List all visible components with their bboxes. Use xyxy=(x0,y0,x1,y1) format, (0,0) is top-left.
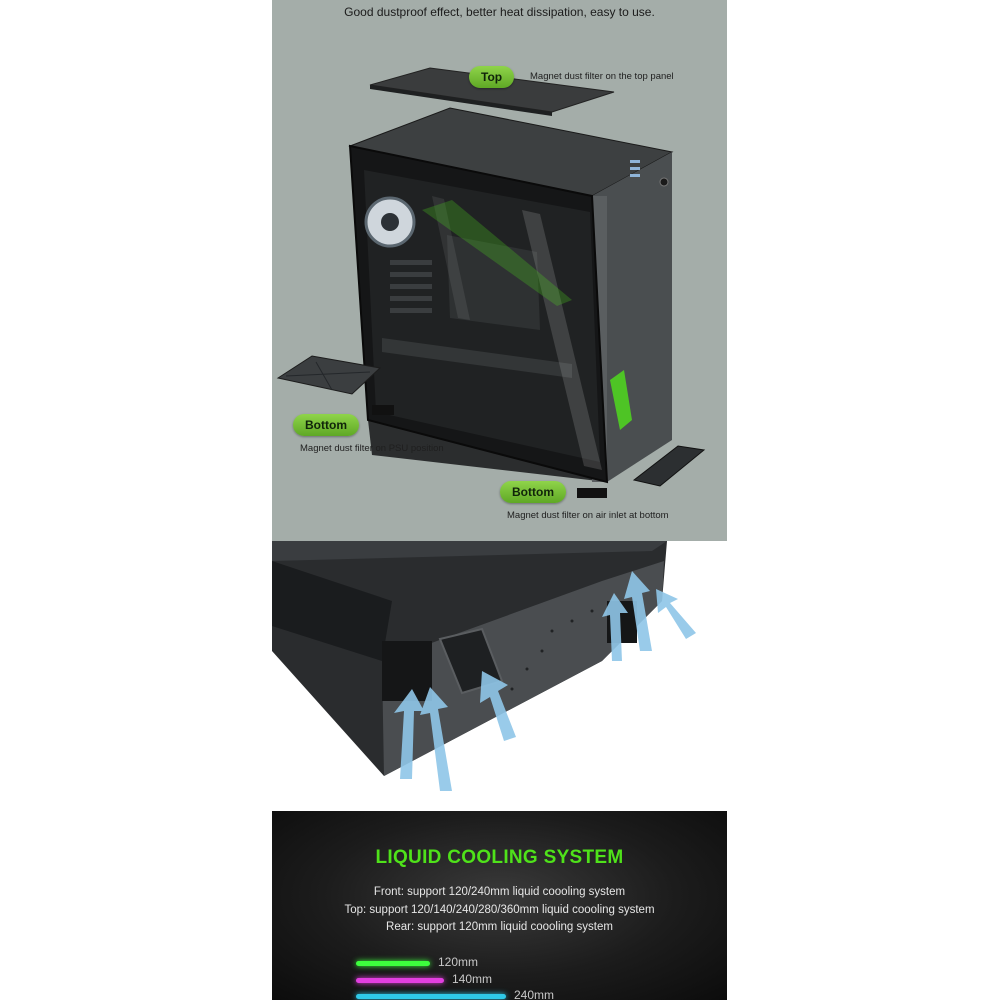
bottom-inlet-caption: Magnet dust filter on air inlet at botto… xyxy=(507,510,669,521)
bottom-psu-caption: Magnet dust filter on PSU position xyxy=(300,443,444,454)
size-label-140: 140mm xyxy=(452,972,493,986)
cooling-support-list: Front: support 120/240mm liquid coooling… xyxy=(272,884,727,937)
size-bar-140 xyxy=(356,978,444,983)
front-support-text: Front: support 120/240mm liquid coooling… xyxy=(373,886,626,898)
size-label-240: 240mm xyxy=(514,988,555,1000)
size-bar-240 xyxy=(356,994,506,999)
size-label-120: 120mm xyxy=(438,955,479,969)
liquid-cooling-title: LIQUID COOLING SYSTEM xyxy=(375,847,624,868)
rear-support-text: Rear: support 120mm liquid coooling syst… xyxy=(386,921,613,933)
top-support-text: Top: support 120/140/240/280/360mm liqui… xyxy=(344,903,655,916)
airflow-section xyxy=(272,541,727,811)
case-bottom-airflow-illustration xyxy=(272,541,696,791)
filter-headline: Good dustproof effect, better heat dissi… xyxy=(344,5,655,19)
dust-filter-section: Good dustproof effect, better heat dissi… xyxy=(272,0,727,541)
size-bar-120 xyxy=(356,961,430,966)
product-description-column: Good dustproof effect, better heat dissi… xyxy=(272,0,727,1000)
top-filter-caption: Magnet dust filter on the top panel xyxy=(530,71,674,82)
liquid-cooling-section: LIQUID COOLING SYSTEM Front: support 120… xyxy=(272,811,727,1000)
bottom-inlet-badge: Bottom xyxy=(500,481,566,503)
bottom-psu-badge: Bottom xyxy=(293,414,359,436)
case-exploded-illustration xyxy=(276,67,706,498)
top-filter-badge: Top xyxy=(469,66,515,88)
